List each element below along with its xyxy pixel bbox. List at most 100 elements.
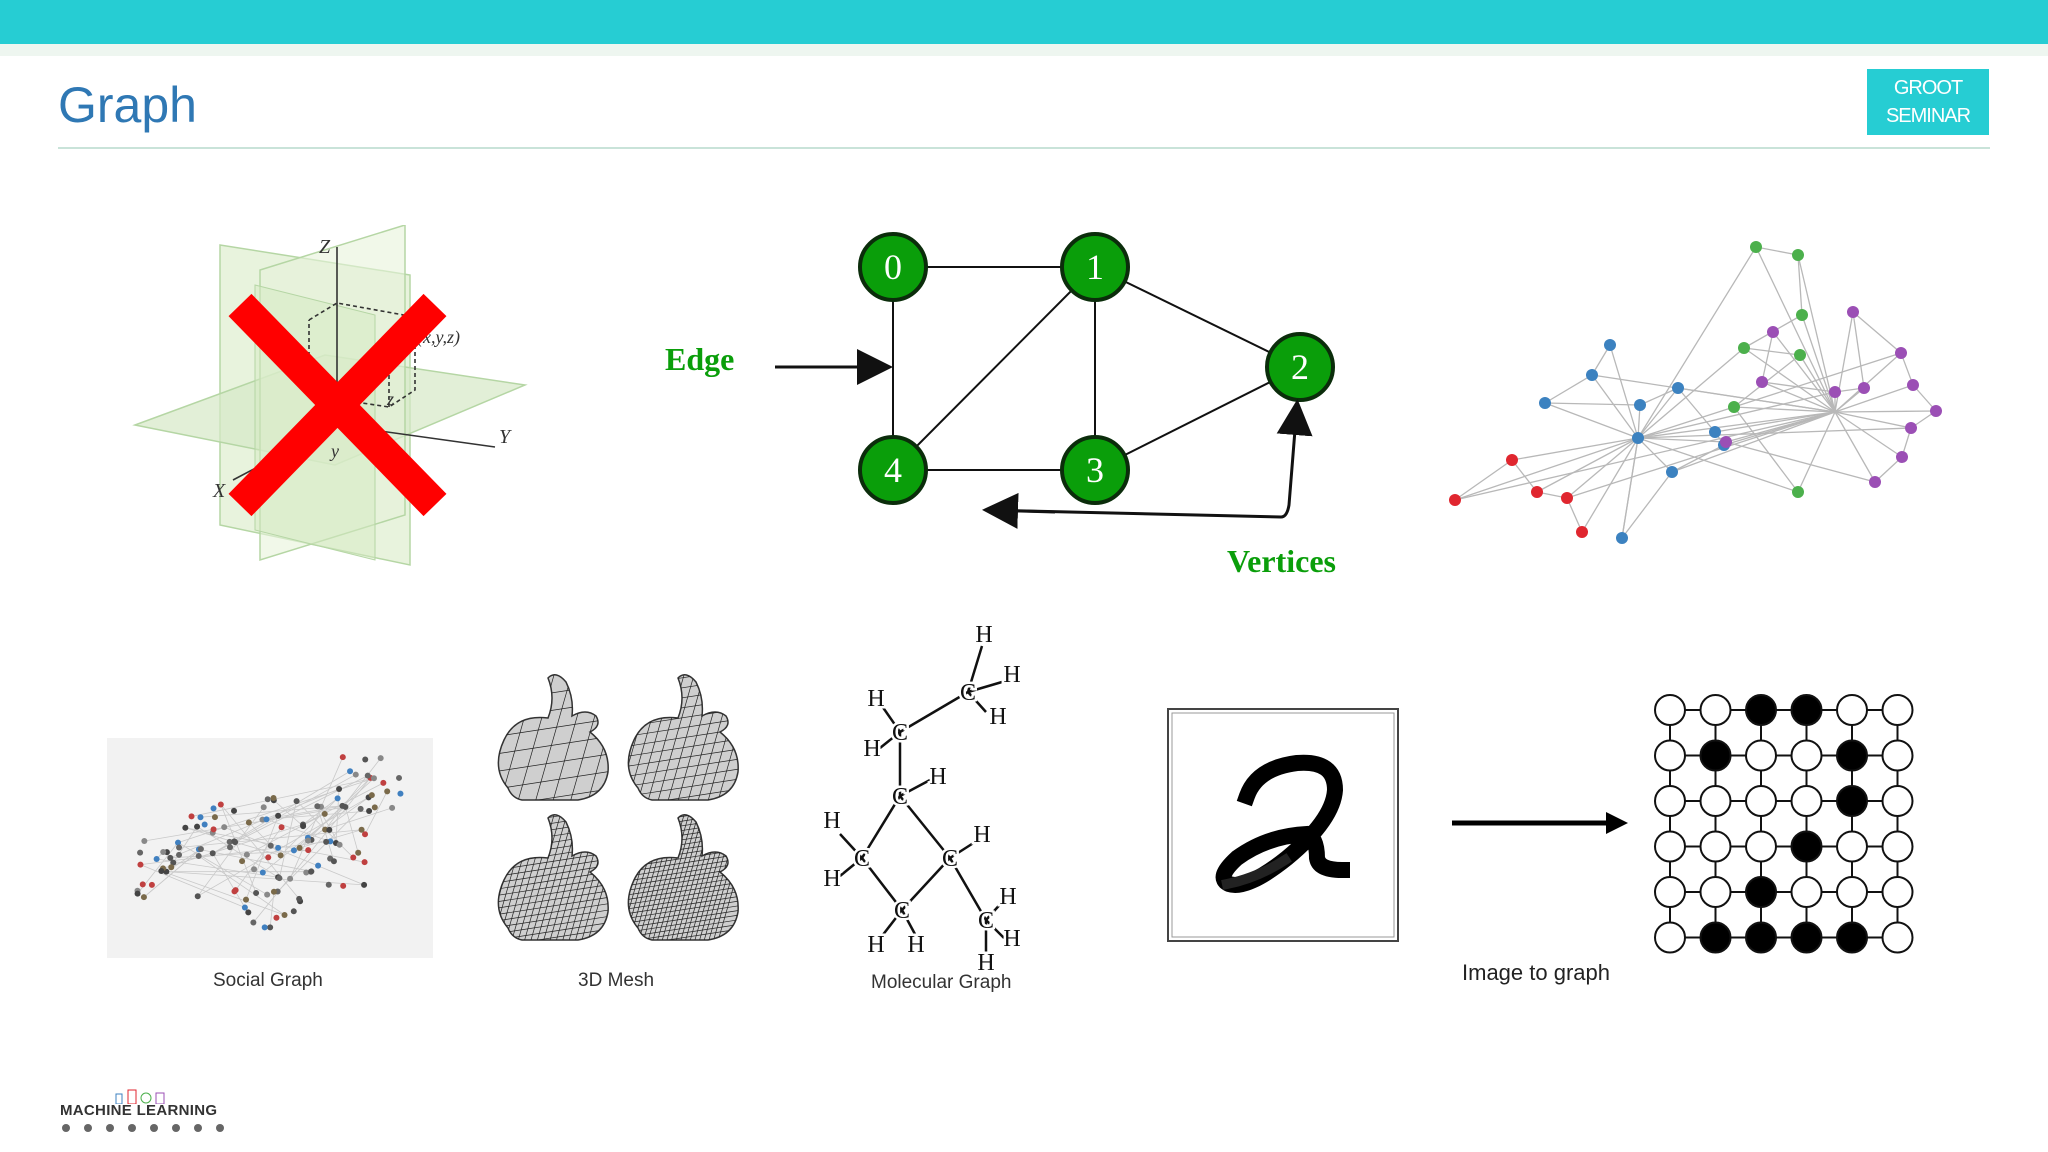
- empty-pixel-node: [1881, 739, 1914, 772]
- social-node: [287, 875, 294, 882]
- network-edge: [1874, 456, 1903, 483]
- social-node: [251, 866, 258, 873]
- social-node: [352, 771, 359, 778]
- social-node: [305, 837, 312, 844]
- graph-edge-1-4: [892, 266, 1096, 471]
- network-node: [1905, 422, 1917, 434]
- edge-label: Edge: [665, 341, 734, 377]
- empty-pixel-node: [1881, 921, 1914, 954]
- social-edge: [299, 777, 371, 849]
- empty-pixel-node: [1654, 739, 1686, 772]
- network-edge: [1454, 459, 1513, 501]
- network-edge: [1852, 311, 1865, 389]
- social-node: [182, 824, 189, 831]
- graph-edge-3-2: [1094, 366, 1301, 471]
- social-edge: [197, 807, 265, 897]
- network-edge: [1637, 427, 1912, 439]
- carbon-atom-label: C: [960, 680, 976, 706]
- network-edge: [1772, 331, 1836, 413]
- network-edge: [1621, 471, 1673, 539]
- network-edge: [1637, 387, 1679, 439]
- social-node: [140, 894, 147, 901]
- empty-pixel-node: [1699, 876, 1732, 908]
- social-edge: [144, 806, 346, 842]
- molecular-graph-caption: Molecular Graph: [871, 972, 1012, 993]
- social-node: [303, 869, 310, 876]
- network-edge: [1637, 437, 1727, 443]
- hydrogen-atom-label: H: [989, 704, 1006, 730]
- hydrogen-atom-label: H: [975, 622, 992, 648]
- social-node: [314, 803, 321, 810]
- network-node: [1634, 399, 1646, 411]
- digit-two-strokes: [1215, 754, 1351, 893]
- network-edge: [1725, 411, 1836, 443]
- social-node: [305, 847, 312, 854]
- filled-pixel-node: [1699, 921, 1732, 954]
- network-node: [1738, 342, 1750, 354]
- social-node: [134, 890, 141, 897]
- social-node: [362, 831, 369, 838]
- network-edge: [1834, 411, 1903, 458]
- social-edge: [156, 858, 279, 878]
- network-edge: [1536, 437, 1639, 493]
- network-edge: [1761, 381, 1836, 413]
- empty-pixel-node: [1699, 830, 1732, 863]
- filled-pixel-node: [1745, 694, 1777, 726]
- social-node: [243, 896, 250, 903]
- social-node: [259, 869, 266, 876]
- social-node: [261, 924, 268, 931]
- network-edge: [1834, 411, 1876, 483]
- social-node: [330, 858, 337, 865]
- social-node: [209, 850, 216, 857]
- social-node: [167, 854, 174, 861]
- social-node: [197, 814, 204, 821]
- network-edge: [1743, 347, 1836, 413]
- network-node: [1506, 454, 1518, 466]
- social-node: [342, 803, 349, 810]
- social-node: [325, 881, 332, 888]
- social-node: [336, 841, 343, 848]
- network-edge: [1677, 387, 1716, 433]
- social-node: [347, 768, 354, 775]
- network-edge: [1725, 441, 1876, 483]
- 3d-mesh-caption: 3D Mesh: [578, 970, 655, 991]
- social-node: [364, 772, 371, 779]
- social-node: [361, 881, 368, 888]
- network-edge: [1797, 411, 1836, 493]
- network-node: [1720, 436, 1732, 448]
- social-node: [253, 890, 260, 897]
- social-node: [210, 826, 217, 833]
- social-node: [339, 754, 346, 761]
- social-edge: [161, 870, 285, 916]
- vertices-label: Vertices: [1227, 543, 1336, 579]
- social-node: [267, 924, 274, 931]
- graph-node-0: 0: [858, 232, 928, 302]
- mesh-bunny-3: [497, 814, 609, 941]
- network-node: [1794, 349, 1806, 361]
- social-node: [357, 805, 364, 812]
- network-edge: [1797, 254, 1836, 413]
- hydrogen-atom-label: H: [973, 822, 990, 848]
- network-node: [1756, 376, 1768, 388]
- filled-pixel-node: [1699, 739, 1732, 772]
- social-edge: [316, 806, 335, 862]
- social-edge: [262, 806, 346, 873]
- social-node: [148, 881, 155, 888]
- network-node: [1672, 382, 1684, 394]
- network-edge: [1637, 352, 1902, 439]
- pixel-grid-edges: [1669, 709, 1899, 939]
- carbon-atom-label: C: [978, 908, 994, 934]
- social-node: [137, 861, 144, 868]
- social-node: [239, 858, 246, 865]
- badge-line-1: GROOT: [1893, 77, 1963, 99]
- social-edge: [178, 829, 362, 848]
- social-node: [264, 796, 271, 803]
- social-node: [168, 864, 175, 871]
- social-node: [315, 862, 322, 869]
- network-edge: [1581, 437, 1639, 533]
- social-edge: [191, 777, 375, 817]
- social-node: [368, 792, 375, 799]
- social-edge: [253, 777, 371, 923]
- filled-pixel-node: [1790, 921, 1823, 954]
- social-node: [396, 774, 403, 781]
